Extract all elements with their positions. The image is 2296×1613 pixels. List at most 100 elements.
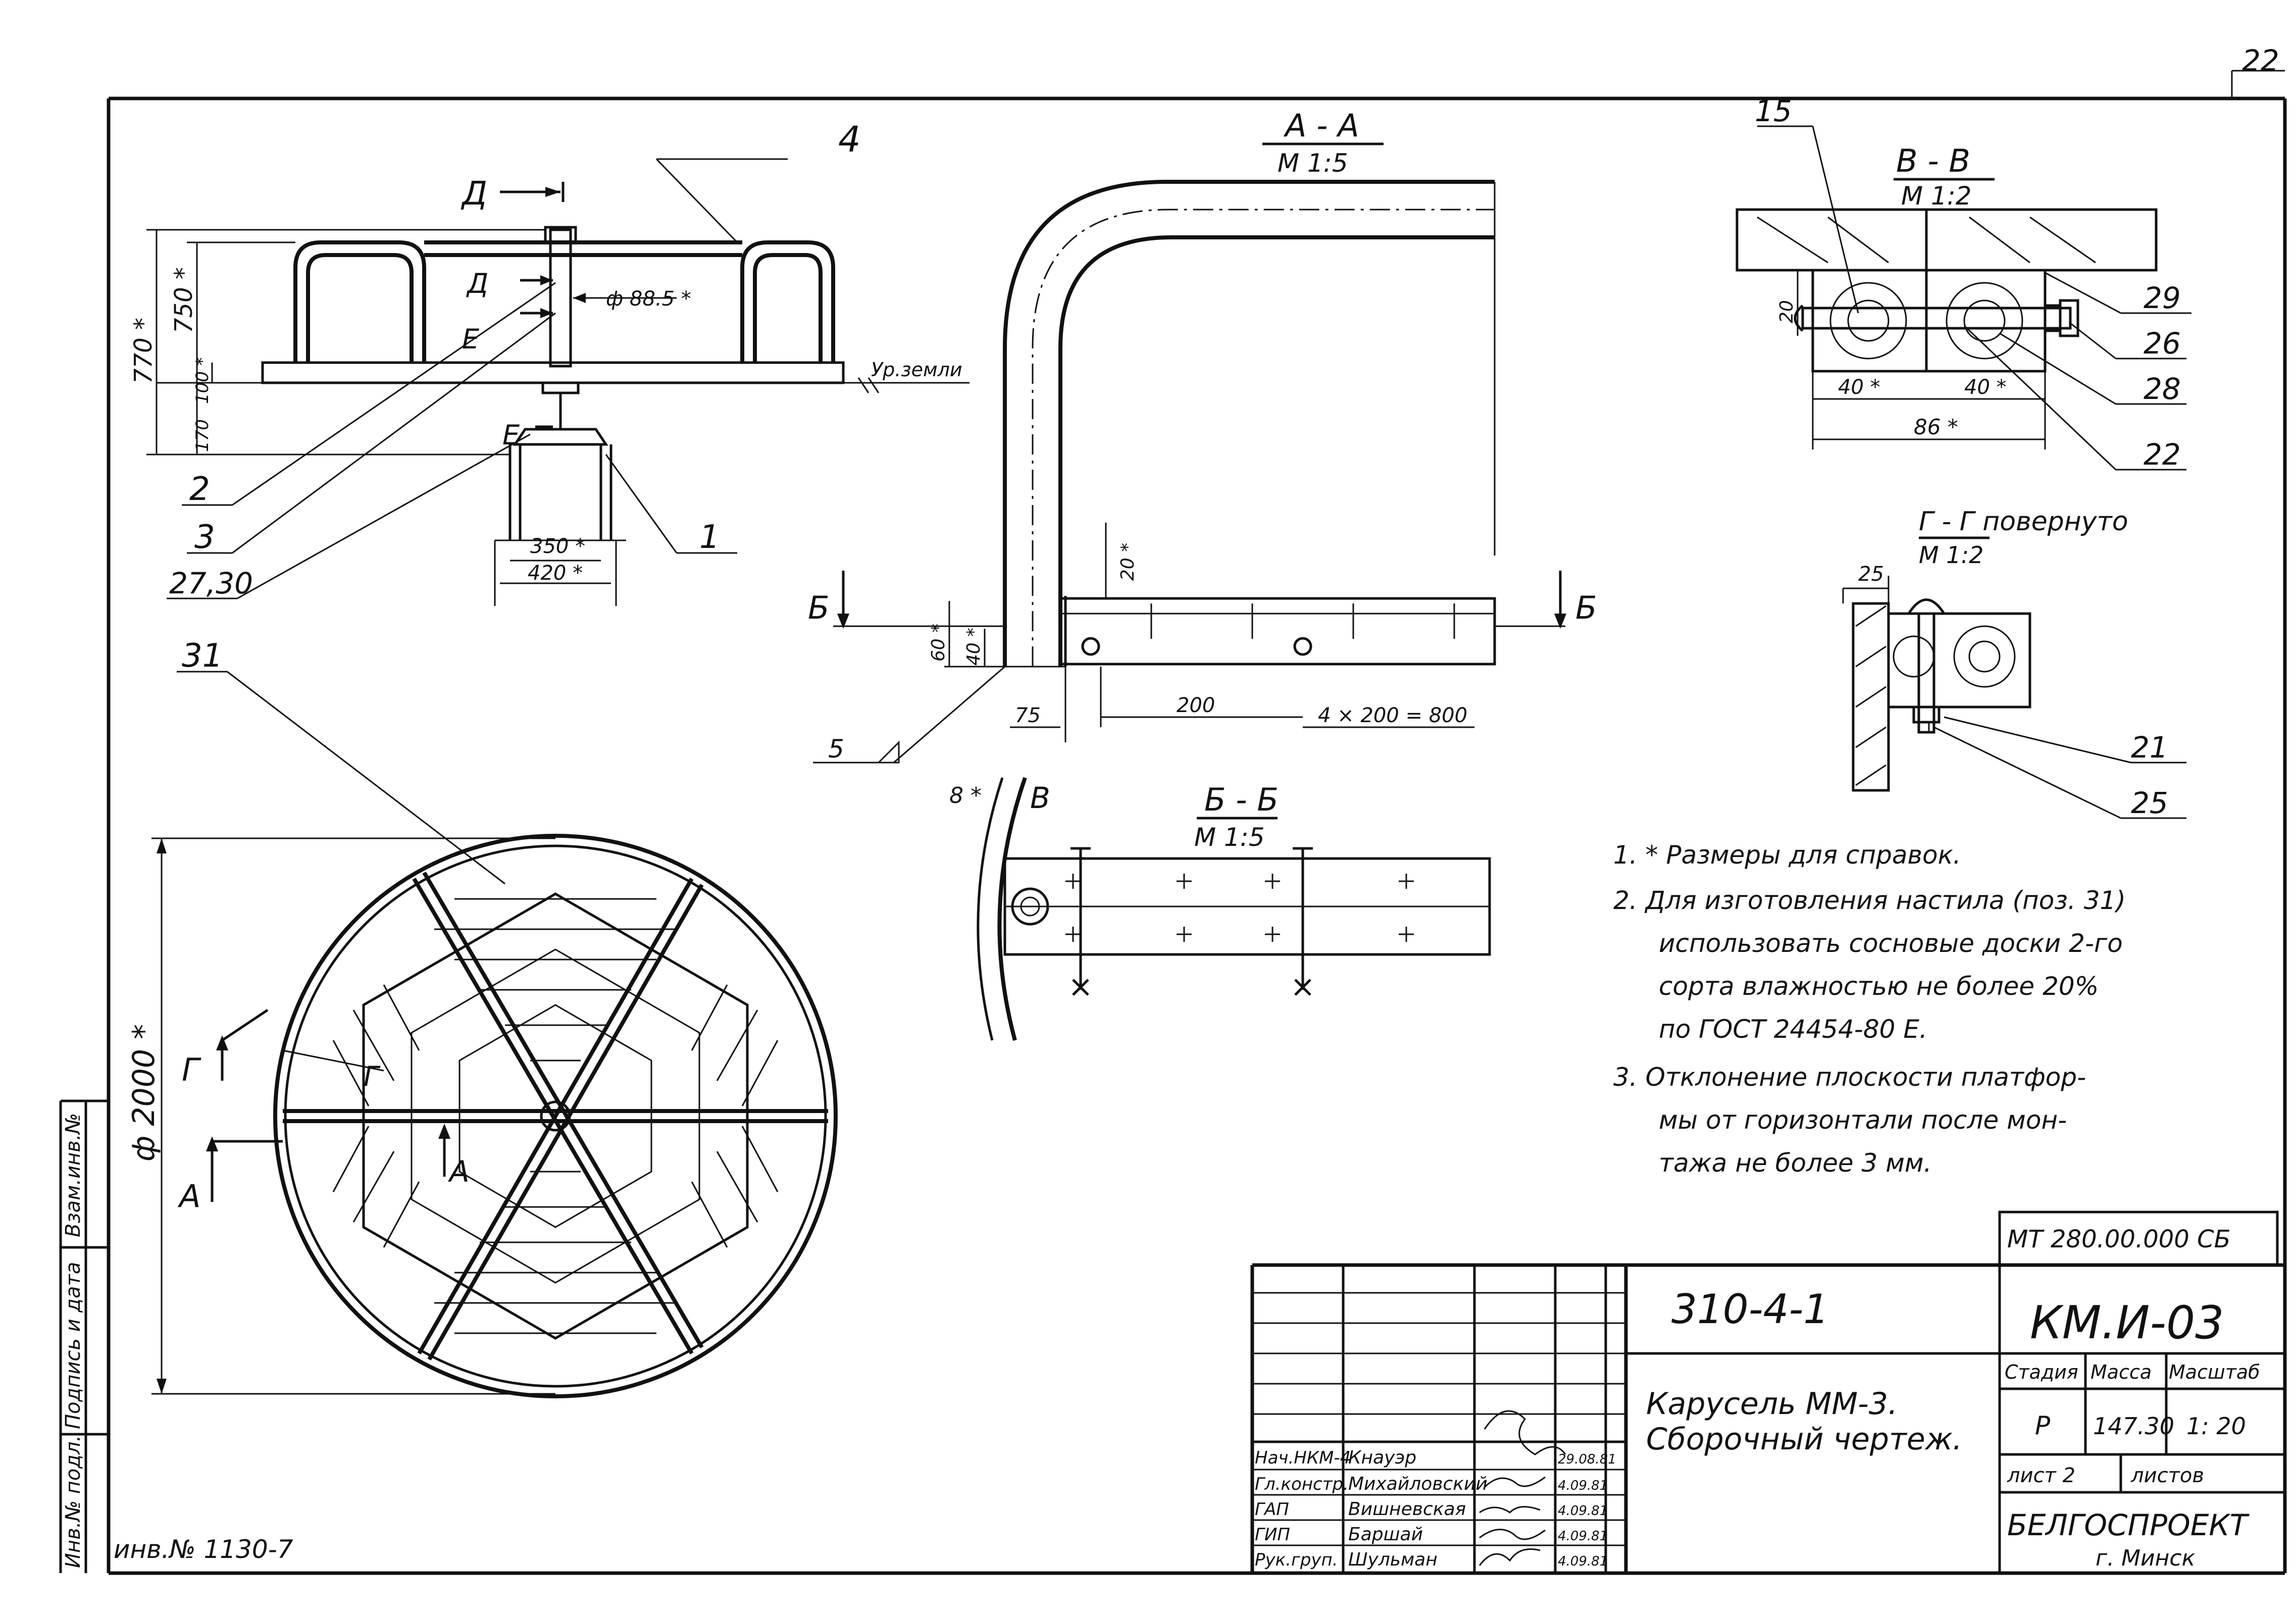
row-name: Шульман (1348, 1549, 1438, 1570)
dim-20: 20 * (1117, 543, 1138, 581)
vzam-inv-label: Взам.инв.№ (62, 1113, 85, 1237)
title-line-2: Сборочный чертеж. (1646, 1422, 1962, 1457)
callout-1: 1 (699, 519, 720, 556)
weld-callout-5: 5 (828, 734, 844, 764)
note-1: 1. * Размеры для справок. (1613, 840, 1961, 870)
plan-view (151, 834, 838, 1398)
label-g-right: Г (364, 1061, 381, 1092)
dim-8: 8 * (949, 783, 982, 809)
dim-dia-2000: ф 2000 * (126, 1024, 162, 1162)
section-gg-scale: М 1:2 (1919, 541, 1983, 569)
doc-code: МТ 280.00.000 СБ (2007, 1225, 2231, 1253)
dim-40: 40 * (963, 628, 984, 666)
callout-29: 29 (2144, 281, 2181, 315)
signature-rows: Нач.НКМ-4 Кнауэр 29.08.81 Гл.констр. Мих… (1255, 1447, 1616, 1570)
section-aa (813, 142, 1566, 764)
dim-200: 200 (1177, 694, 1215, 717)
note-2: 2. Для изготовления настила (поз. 31) (1613, 886, 2126, 915)
dim-100: 100 * (192, 357, 213, 404)
note-2-cont-2: сорта влажностью не более 20% (1659, 972, 2099, 1001)
organization: БЕЛГОСПРОЕКТ (2007, 1508, 2250, 1542)
dim-vv-86: 86 * (1914, 415, 1958, 439)
label-g-left: Г (182, 1051, 201, 1088)
inventory-number: инв.№ 1130-7 (114, 1535, 293, 1564)
section-gg-title: Г - Г повернуто (1919, 507, 2128, 537)
row-date: 4.09.81 (1558, 1478, 1608, 1493)
row-name: Баршай (1348, 1524, 1423, 1545)
front-view (146, 158, 970, 885)
signature-1 (1484, 1410, 1566, 1455)
note-3-cont-2: тажа не более 3 мм. (1659, 1148, 1932, 1178)
dim-770: 770 * (129, 318, 158, 384)
title-line-1: Карусель ММ-3. (1646, 1386, 1898, 1422)
label-d-mid: Д (466, 268, 488, 299)
label-b-right: Б (1575, 589, 1597, 626)
row-name: Кнауэр (1348, 1447, 1416, 1468)
row-date: 29.08.81 (1558, 1452, 1616, 1467)
callout-27-30: 27,30 (169, 566, 253, 600)
note-2-cont-3: по ГОСТ 24454-80 Е. (1659, 1015, 1927, 1044)
row-date: 4.09.81 (1558, 1503, 1608, 1519)
row-name: Михайловский (1348, 1474, 1488, 1494)
inv-podl-label: Инв.№ подл. (62, 1435, 85, 1568)
dim-4x200-800: 4 × 200 = 800 (1318, 704, 1467, 727)
row-role: Нач.НКМ-4 (1255, 1448, 1351, 1468)
label-d-top: Д (461, 175, 487, 213)
page-number: 22 (2242, 43, 2279, 78)
ground-level-label: Ур.земли (871, 359, 962, 381)
sheets-total-label: листов (2130, 1464, 2204, 1487)
side-stamp: Взам.инв.№ Подпись и дата Инв.№ подл. (59, 1099, 109, 1573)
label-a-right: А (447, 1154, 470, 1189)
note-3: 3. Отклонение плоскости платфор- (1613, 1063, 2086, 1092)
callout-28: 28 (2144, 372, 2181, 406)
row-date: 4.09.81 (1558, 1554, 1608, 1569)
row-role: ГИП (1255, 1525, 1290, 1545)
row-role: ГАП (1255, 1499, 1289, 1520)
label-v: В (1030, 781, 1050, 815)
row-name: Вишневская (1348, 1499, 1466, 1520)
signature-4 (1479, 1529, 1546, 1540)
series-code: 310-4-1 (1671, 1286, 1829, 1333)
dim-750: 750 * (170, 267, 198, 333)
dim-170: 170 (192, 419, 213, 452)
row-role: Гл.констр. (1255, 1474, 1349, 1494)
callout-22: 22 (2144, 437, 2181, 472)
dim-vv-40-right: 40 * (1964, 376, 2007, 399)
section-vv-title: В - В (1896, 142, 1970, 179)
dim-vv-40-left: 40 * (1838, 376, 1880, 399)
note-3-cont-1: мы от горизонтали после мон- (1659, 1105, 2067, 1135)
label-e-low: Е (502, 419, 520, 451)
section-aa-title: А - А (1283, 107, 1359, 144)
drawing-code: КМ.И-03 (2030, 1296, 2224, 1349)
dim-75: 75 (1015, 704, 1041, 727)
callout-25: 25 (2131, 786, 2168, 820)
label-a-left: А (177, 1178, 200, 1215)
city: г. Минск (2096, 1545, 2196, 1571)
row-date: 4.09.81 (1558, 1529, 1608, 1544)
notes-block: 1. * Размеры для справок. 2. Для изготов… (1613, 840, 2126, 1178)
massa-value: 147.30 (2093, 1413, 2174, 1440)
section-bb (977, 777, 1491, 1041)
label-b-left: Б (808, 589, 830, 626)
callout-2: 2 (189, 471, 210, 508)
signature-5 (1478, 1548, 1541, 1566)
sheet-number-label: лист 2 (2007, 1464, 2075, 1487)
note-2-cont-1: использовать сосновые доски 2-го (1659, 929, 2123, 958)
title-block (1250, 1211, 2285, 1573)
section-vv (1736, 125, 2191, 471)
dim-420: 420 * (528, 562, 583, 585)
stadiya-label: Стадия (2005, 1361, 2078, 1383)
section-gg (1842, 536, 2186, 819)
signature-3 (1479, 1506, 1541, 1514)
dim-dia-88-5: ф 88.5 * (606, 287, 691, 311)
label-e-mid: Е (462, 323, 480, 355)
dim-350: 350 * (530, 535, 585, 558)
massa-label: Масса (2090, 1361, 2152, 1383)
callout-21: 21 (2131, 730, 2168, 765)
masshtab-label: Масштаб (2169, 1361, 2260, 1383)
callout-3: 3 (194, 519, 215, 556)
dim-gg-25: 25 (1858, 563, 1884, 586)
dim-60: 60 * (928, 624, 949, 662)
callout-15: 15 (1755, 94, 1792, 128)
